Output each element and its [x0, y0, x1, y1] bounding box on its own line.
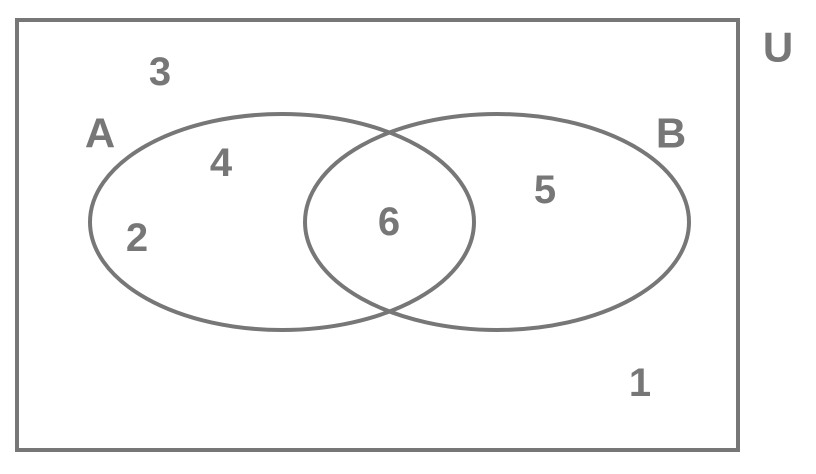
- set-b-ellipse: [303, 112, 691, 332]
- set-a-label: A: [85, 110, 115, 157]
- element-outside-1: 1: [629, 361, 651, 405]
- element-intersection-6: 6: [378, 200, 400, 244]
- element-b-only-5: 5: [534, 168, 556, 212]
- universe-rectangle: [15, 18, 740, 452]
- element-a-only-4: 4: [210, 141, 233, 185]
- element-a-only-2: 2: [126, 216, 148, 260]
- element-outside-3: 3: [149, 50, 171, 94]
- set-b-label: B: [656, 110, 686, 157]
- universe-label: U: [763, 24, 793, 71]
- set-a-ellipse: [88, 112, 476, 332]
